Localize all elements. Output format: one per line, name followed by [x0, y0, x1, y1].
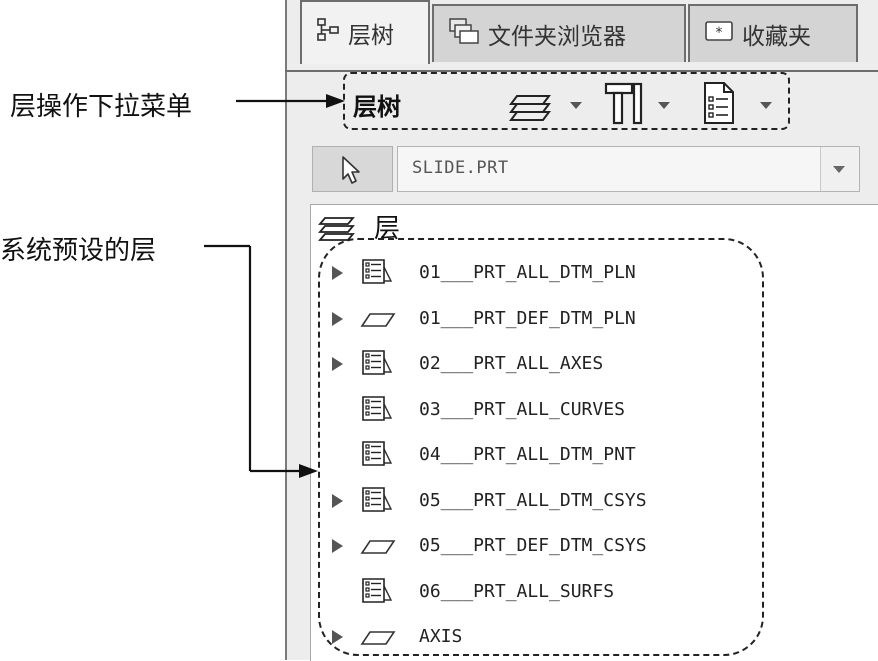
- tree-item-label: AXIS: [419, 626, 463, 647]
- tree-item-label: 03___PRT_ALL_CURVES: [419, 399, 625, 420]
- tab-layer-tree[interactable]: 层树: [300, 0, 430, 64]
- tree-item[interactable]: 05___PRT_ALL_DTM_CSYS: [0, 482, 868, 522]
- select-tool-button[interactable]: [312, 146, 393, 192]
- layer-list-icon: [360, 485, 394, 521]
- tab-favorites[interactable]: * 收藏夹: [688, 4, 858, 62]
- layer-list-icon: [360, 439, 394, 475]
- model-select[interactable]: SLIDE.PRT: [397, 146, 860, 192]
- model-select-dropdown[interactable]: [820, 147, 859, 191]
- tree-item[interactable]: 01___PRT_ALL_DTM_PLN: [0, 254, 868, 294]
- expand-arrow-icon[interactable]: [332, 539, 343, 553]
- tab-divider: [285, 70, 878, 72]
- tab-label: 文件夹浏览器: [488, 24, 626, 50]
- expand-arrow-icon[interactable]: [332, 494, 343, 508]
- tab-label: 收藏夹: [742, 24, 811, 50]
- settings-list-icon: [702, 82, 736, 130]
- tools-dropdown-button[interactable]: [604, 80, 670, 130]
- layer-tree: [310, 204, 878, 661]
- tree-item-label: 05___PRT_DEF_DTM_CSYS: [419, 535, 647, 556]
- tree-item-label: 02___PRT_ALL_AXES: [419, 353, 604, 374]
- model-select-value: SLIDE.PRT: [412, 158, 509, 178]
- tree-item[interactable]: 01___PRT_DEF_DTM_PLN: [0, 300, 868, 340]
- annotation-preset-layers: 系统预设的层: [0, 236, 157, 266]
- settings-dropdown-button[interactable]: [702, 80, 772, 130]
- tab-label: 层树: [348, 23, 394, 49]
- svg-text:*: *: [716, 25, 723, 41]
- tree-item-label: 04___PRT_ALL_DTM_PNT: [419, 444, 636, 465]
- annotation-dropdown-menu: 层操作下拉菜单: [10, 92, 193, 122]
- layer-tree-title: 层树: [353, 93, 401, 121]
- tree-item[interactable]: 02___PRT_ALL_AXES: [0, 345, 868, 385]
- tree-item[interactable]: 04___PRT_ALL_DTM_PNT: [0, 436, 868, 476]
- tree-item-label: 05___PRT_ALL_DTM_CSYS: [419, 490, 647, 511]
- layers-icon: [508, 95, 552, 128]
- chevron-down-icon: [570, 102, 582, 109]
- preset-layers-highlight-box: [318, 238, 764, 656]
- plane-icon: [360, 628, 396, 652]
- plane-icon: [360, 310, 396, 334]
- expand-arrow-icon[interactable]: [332, 312, 343, 326]
- tree-item-label: 06___PRT_ALL_SURFS: [419, 581, 615, 602]
- tree-item-label: 01___PRT_ALL_DTM_PLN: [419, 262, 636, 283]
- tree-item[interactable]: 06___PRT_ALL_SURFS: [0, 573, 868, 613]
- folder-browser-icon: [448, 17, 480, 51]
- pointer-icon: [339, 155, 365, 189]
- expand-arrow-icon[interactable]: [332, 357, 343, 371]
- tree-item[interactable]: 03___PRT_ALL_CURVES: [0, 391, 868, 431]
- layer-list-icon: [360, 257, 394, 293]
- tree-item[interactable]: AXIS: [0, 618, 868, 658]
- chevron-down-icon: [760, 102, 772, 109]
- layer-tree-icon: [316, 17, 340, 49]
- chevron-down-icon: [833, 166, 845, 173]
- tools-icon: [604, 82, 644, 130]
- tab-folder-browser[interactable]: 文件夹浏览器: [432, 4, 686, 62]
- tree-item[interactable]: 05___PRT_DEF_DTM_CSYS: [0, 527, 868, 567]
- layer-list-icon: [360, 348, 394, 384]
- layer-list-icon: [360, 576, 394, 612]
- plane-icon: [360, 537, 396, 561]
- chevron-down-icon: [658, 102, 670, 109]
- layer-list-icon: [360, 394, 394, 430]
- favorites-icon: *: [704, 18, 734, 50]
- tree-item-label: 01___PRT_DEF_DTM_PLN: [419, 308, 636, 329]
- layers-dropdown-button[interactable]: [508, 84, 582, 128]
